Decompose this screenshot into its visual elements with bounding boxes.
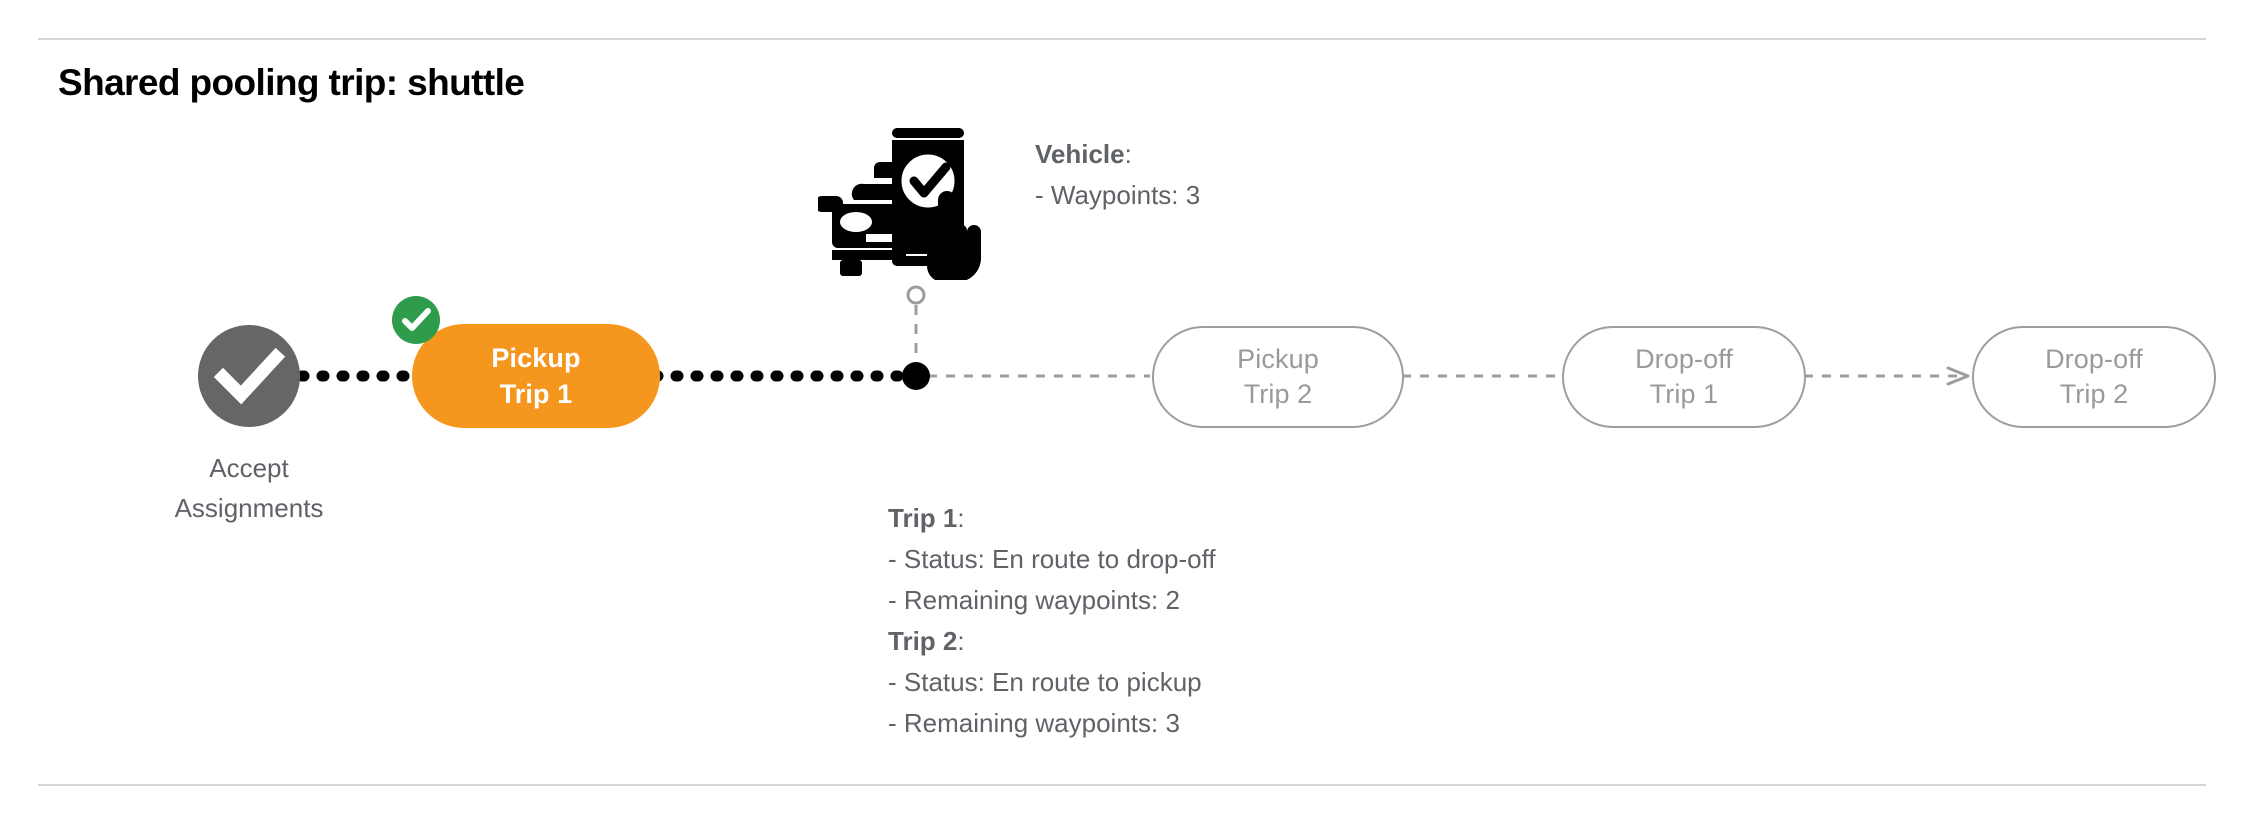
vehicle-info-heading: Vehicle: [1035, 134, 1200, 175]
node-pickup-trip-2-line2: Trip 2 [1243, 379, 1313, 409]
trip-1-label: Trip 1 [888, 503, 958, 533]
trip-1-waypoints: - Remaining waypoints: 2 [888, 585, 1180, 615]
node-pickup-trip-1-line2: Trip 1 [499, 379, 573, 409]
vehicle-leader-circle [906, 285, 926, 305]
page-title: Shared pooling trip: shuttle [58, 62, 525, 103]
sidebar-item-accept-assignments[interactable] [198, 325, 300, 427]
bottom-divider [38, 784, 2206, 786]
top-divider [38, 38, 2206, 40]
trip-2-label: Trip 2 [888, 626, 958, 656]
accept-assignments-label-line2: Assignments [174, 493, 324, 523]
vehicle-info-block: Vehicle: - Waypoints: 3 [1035, 134, 1200, 216]
trip-1-heading: Trip 1: [888, 498, 1216, 539]
node-drop-off-trip-1-line2: Trip 1 [1649, 379, 1719, 409]
trip-1-colon: : [957, 503, 965, 533]
trip-2-waypoints: - Remaining waypoints: 3 [888, 708, 1180, 738]
vehicle-info-label: Vehicle [1035, 139, 1125, 169]
node-drop-off-trip-2-line1: Drop-off [2045, 344, 2143, 374]
check-badge-icon [392, 296, 440, 344]
node-pickup-trip-1-line1: Pickup [491, 343, 581, 373]
node-drop-off-trip-2[interactable]: Drop-off Trip 2 [1972, 326, 2216, 428]
node-drop-off-trip-1[interactable]: Drop-off Trip 1 [1562, 326, 1806, 428]
trips-info-block: Trip 1: - Status: En route to drop-off -… [888, 498, 1216, 744]
trip-1-status: - Status: En route to drop-off [888, 544, 1216, 574]
node-pickup-trip-2[interactable]: Pickup Trip 2 [1152, 326, 1404, 428]
node-pickup-trip-2-line1: Pickup [1237, 344, 1319, 374]
car-phone-check-icon [818, 118, 988, 280]
node-drop-off-trip-2-line2: Trip 2 [2059, 379, 2129, 409]
vehicle-waypoints-line: - Waypoints: 3 [1035, 180, 1201, 210]
trip-2-status: - Status: En route to pickup [888, 667, 1202, 697]
vehicle-position-marker [902, 362, 930, 390]
trip-2-colon: : [957, 626, 965, 656]
accept-assignments-label: Accept Assignments [149, 448, 349, 528]
vehicle-info-colon: : [1124, 139, 1132, 169]
path-arrowhead [1946, 366, 1970, 386]
node-drop-off-trip-1-line1: Drop-off [1635, 344, 1733, 374]
accept-assignments-label-line1: Accept [209, 453, 289, 483]
node-pickup-trip-1[interactable]: Pickup Trip 1 [412, 324, 660, 428]
trip-2-heading: Trip 2: [888, 621, 1216, 662]
check-icon [213, 347, 286, 405]
